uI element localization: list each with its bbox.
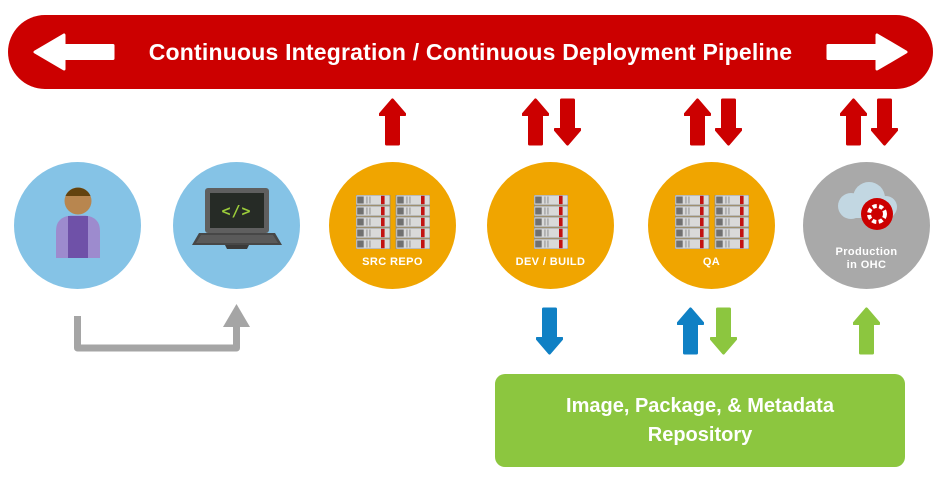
node-label: SRC REPO (362, 256, 423, 268)
right-arrow-icon (826, 33, 908, 71)
arrow-qa-down-icon (715, 98, 742, 146)
arrow-src-up-icon (379, 98, 406, 146)
server-stack-icon (356, 195, 430, 249)
production-node: Production in OHC (803, 162, 930, 289)
person-icon (55, 187, 100, 258)
server-stack-icon (675, 195, 749, 249)
arrow-prod-down-icon (871, 98, 898, 146)
pipeline-title: Continuous Integration / Continuous Depl… (148, 38, 793, 65)
repository-label-line2: Repository (647, 423, 753, 446)
node-label: QA (702, 256, 721, 268)
arrow-dev-up-icon (522, 98, 549, 146)
arrow-repo-to-qa-icon (677, 307, 704, 355)
workstation-node: </> (173, 162, 300, 289)
arrow-dev-to-repo-icon (536, 307, 563, 355)
server-rack-icon (534, 195, 568, 249)
arrow-prod-up-icon (840, 98, 867, 146)
cloud-icon (837, 182, 897, 230)
src-repo-node: SRC REPO (329, 162, 456, 289)
pipeline-banner: Continuous Integration / Continuous Depl… (8, 15, 933, 89)
dev-build-node: DEV / BUILD (487, 162, 614, 289)
repository-box: Image, Package, & Metadata Repository (495, 374, 905, 467)
qa-node: QA (648, 162, 775, 289)
production-label-line1: Production (835, 246, 898, 258)
arrow-qa-up-icon (684, 98, 711, 146)
laptop-icon (191, 188, 282, 249)
code-text: </> (221, 202, 252, 220)
arrow-qa-to-repo-icon (710, 307, 737, 355)
openshift-icon (860, 198, 893, 230)
developer-node (14, 162, 141, 289)
arrow-dev-down-icon (554, 98, 581, 146)
developer-to-workstation-arrow (74, 304, 250, 352)
node-label: DEV / BUILD (515, 256, 586, 268)
node-label: Production in OHC (803, 246, 930, 272)
repository-label-line1: Image, Package, & Metadata (566, 394, 834, 417)
production-label-line2: in OHC (846, 259, 887, 271)
left-arrow-icon (33, 33, 115, 71)
arrow-repo-to-prod-icon (853, 307, 880, 355)
